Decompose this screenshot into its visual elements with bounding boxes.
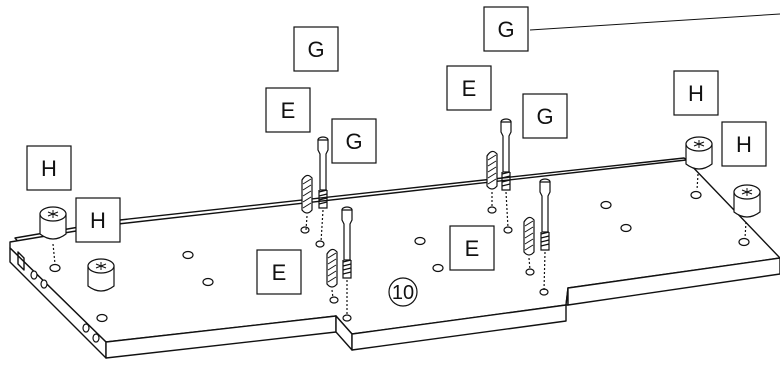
label-e-4: E — [449, 225, 495, 271]
cam-bolt-g-4 — [539, 178, 551, 291]
svg-text:H: H — [41, 156, 57, 181]
cam-bolt-g-2 — [341, 206, 353, 316]
dowel-e-3 — [486, 150, 498, 208]
label-e-3: E — [446, 65, 492, 111]
cam-lock-h-1 — [39, 206, 67, 265]
dowel-e-2 — [326, 248, 338, 299]
label-e-1: E — [265, 87, 311, 133]
cam-bolt-g-3 — [500, 118, 512, 229]
label-g-4: G — [522, 93, 568, 139]
label-g-3: G — [483, 6, 529, 52]
svg-text:E: E — [281, 98, 296, 123]
svg-text:H: H — [736, 132, 752, 157]
edge-holes — [30, 270, 100, 343]
panel-board — [9, 157, 780, 359]
cam-lock-h-4 — [733, 184, 761, 239]
label-g-1: G — [293, 26, 339, 72]
cam-lock-h-2 — [87, 258, 115, 292]
svg-text:E: E — [465, 236, 480, 261]
panel-holes — [49, 190, 750, 323]
cam-lock-h-3 — [685, 136, 713, 191]
svg-text:G: G — [536, 104, 553, 129]
svg-text:G: G — [345, 129, 362, 154]
label-h-2: H — [75, 197, 121, 243]
svg-text:G: G — [307, 37, 324, 62]
svg-text:E: E — [462, 76, 477, 101]
cam-bolt-g-1 — [317, 136, 329, 243]
svg-text:G: G — [497, 17, 514, 42]
svg-text:10: 10 — [392, 282, 414, 304]
dowel-e-1 — [301, 174, 313, 231]
label-e-2: E — [256, 249, 302, 295]
leader-line — [529, 13, 780, 31]
label-h-3: H — [673, 70, 719, 116]
dowel-e-4 — [523, 216, 535, 271]
label-h-4: H — [721, 121, 767, 167]
svg-text:H: H — [688, 81, 704, 106]
label-h-1: H — [26, 145, 72, 191]
callout-labels: H H G E G E G E — [26, 6, 767, 295]
svg-text:H: H — [90, 208, 106, 233]
label-g-2: G — [331, 118, 377, 164]
step-number: 10 — [388, 277, 418, 307]
svg-text:E: E — [272, 260, 287, 285]
